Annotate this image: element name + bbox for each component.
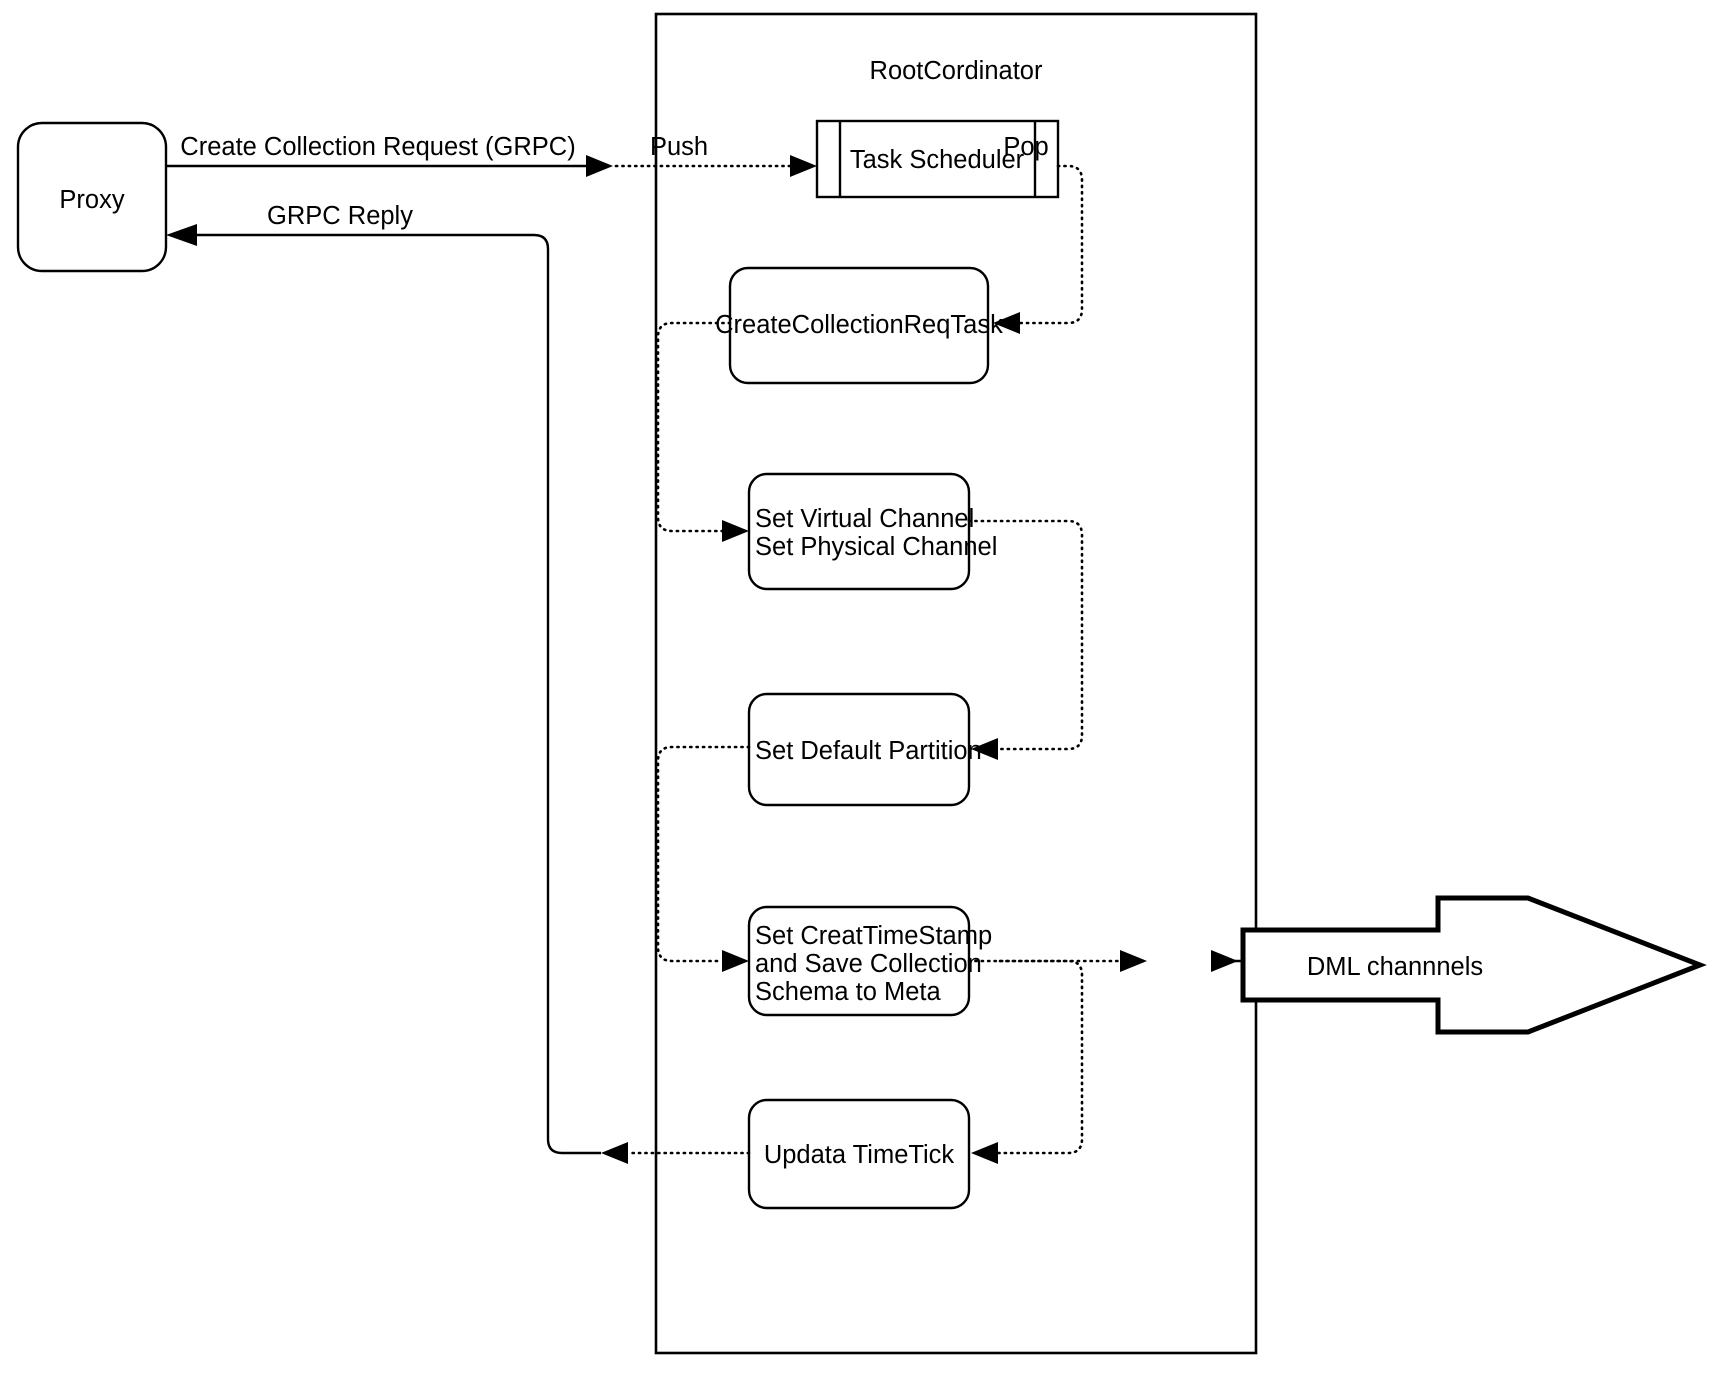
set-channels-shape [747,472,971,591]
set-creat-timestamp-label-line3: Schema to Meta [755,978,941,1006]
task-to-set-channels-arrowhead [722,520,749,542]
push-label: Push [650,133,708,161]
dml-channels-arrow-shape [1240,895,1707,1035]
node-set-default-partition[interactable]: Set Default Partition [747,692,982,807]
node-task-scheduler[interactable]: Task Scheduler [815,119,1060,199]
set-creat-timestamp-label-line2: and Save Collection [755,950,982,978]
grpc-reply-label: GRPC Reply [267,202,413,230]
edge-timestamp-to-updata-timetick [971,959,1084,1164]
set-default-partition-label: Set Default Partition [755,737,982,765]
edge-updata-timetick-to-border [601,1142,751,1164]
pop-line [1018,164,1084,325]
create-collection-req-task-label: CreateCollectionReqTask [715,311,1003,339]
set-channels-to-default-partition-line [967,519,1084,751]
rootcordinator-border [654,12,1258,1355]
pop-arrowhead [993,312,1020,334]
edge-push: Push [614,133,817,177]
timestamp-to-border-arrowhead [1120,950,1147,972]
grpc-reply-line [197,233,601,1155]
node-create-collection-req-task[interactable]: CreateCollectionReqTask [715,266,1003,385]
set-creat-timestamp-label-line1: Set CreatTimeStamp [755,922,992,950]
task-to-set-channels-line [656,321,732,533]
default-partition-to-timestamp-arrowhead [722,950,749,972]
updata-timetick-to-border-arrowhead [601,1142,628,1164]
dml-channels-label: DML channnels [1307,953,1483,981]
node-set-channels[interactable]: Set Virtual Channel Set Physical Channel [747,472,997,591]
set-channels-to-default-partition-arrowhead [971,738,998,760]
edge-task-to-set-channels [656,321,749,542]
edge-create-collection-request: Create Collection Request (GRPC) [166,133,613,177]
node-dml-channels[interactable]: DML channnels [1240,895,1707,1035]
default-partition-to-timestamp-line [656,745,751,963]
rootcordinator-container: RootCordinator [654,12,1258,1355]
edge-pop: Pop [993,133,1084,334]
edge-default-partition-to-timestamp [656,745,751,972]
edge-grpc-reply: GRPC Reply [166,202,601,1155]
node-proxy[interactable]: Proxy [16,121,168,273]
border-to-dml-arrowhead [1211,950,1238,972]
create-collection-request-label: Create Collection Request (GRPC) [180,133,575,161]
timestamp-to-updata-timetick-arrowhead [971,1142,998,1164]
rootcordinator-title: RootCordinator [870,57,1043,85]
create-collection-req-task-shape [728,266,990,385]
task-scheduler-label: Task Scheduler [850,146,1025,174]
node-set-creat-timestamp[interactable]: Set CreatTimeStamp and Save Collection S… [747,905,992,1017]
set-default-partition-shape [747,692,971,807]
task-scheduler-shape [815,119,1060,199]
node-updata-timetick[interactable]: Updata TimeTick [747,1098,971,1210]
updata-timetick-label: Updata TimeTick [764,1141,955,1169]
push-arrowhead [790,155,817,177]
proxy-label: Proxy [59,186,124,214]
create-collection-request-arrowhead [586,155,613,177]
grpc-reply-arrowhead [166,224,197,246]
set-channels-label-line2: Set Physical Channel [755,533,997,561]
set-channels-label-line1: Set Virtual Channel [755,505,974,533]
edge-set-channels-to-default-partition [967,519,1084,760]
proxy-shape [16,121,168,273]
pop-label: Pop [1003,133,1048,161]
timestamp-to-updata-timetick-line [996,959,1084,1155]
